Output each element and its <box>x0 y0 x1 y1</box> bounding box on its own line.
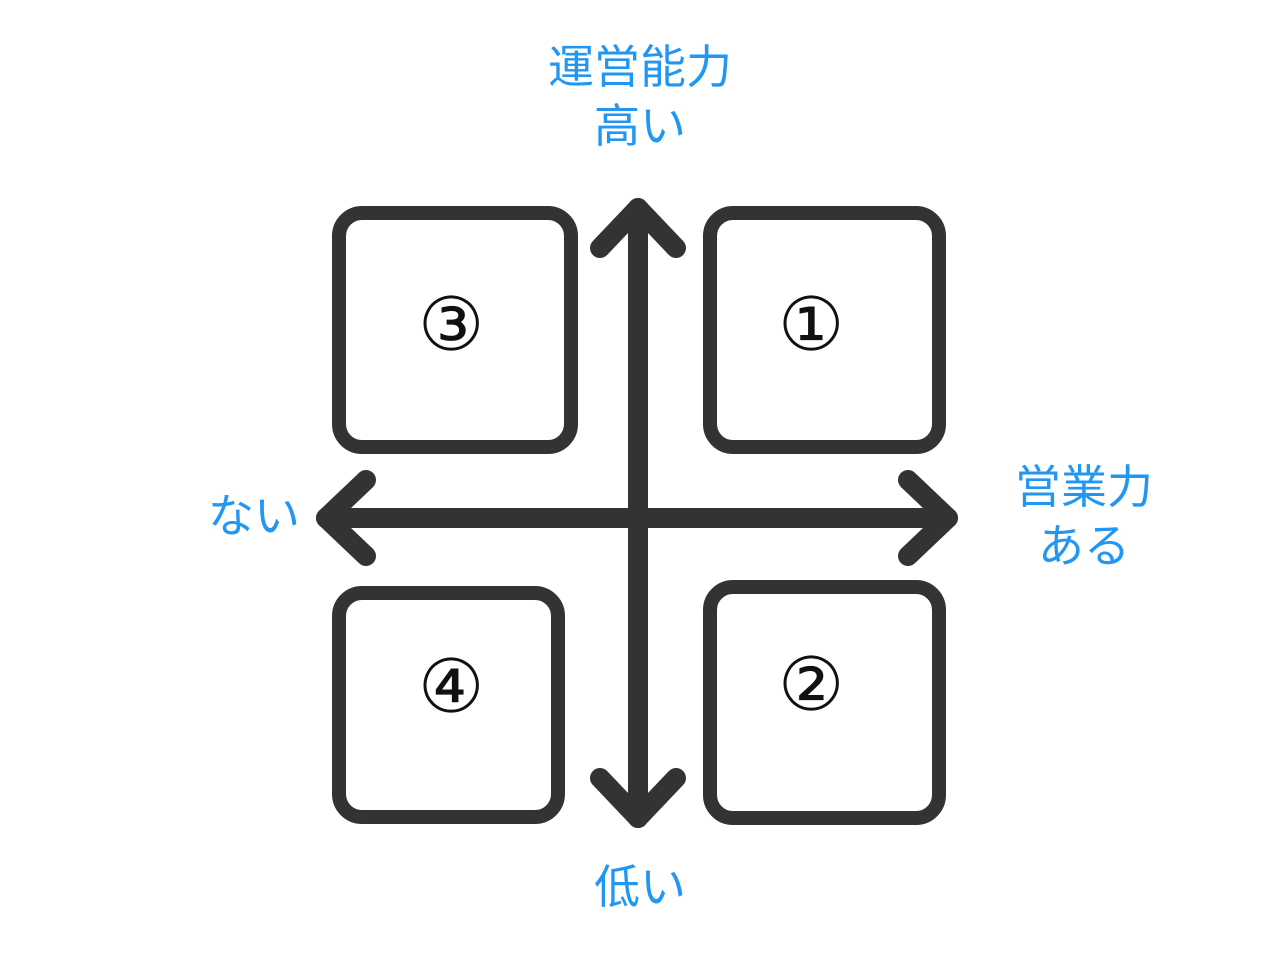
horizontal-axis-right-label-line1: 営業力 <box>1015 460 1153 514</box>
quadrant-number-3: ③ <box>418 282 485 368</box>
horizontal-axis-left-label: ない <box>208 489 300 543</box>
quadrant-number-2: ② <box>778 642 845 728</box>
quadrant-box-2[interactable] <box>703 580 946 825</box>
quadrant-box-1[interactable] <box>703 206 946 454</box>
quadrant-number-4: ④ <box>418 644 485 730</box>
quadrant-box-4[interactable] <box>332 586 565 824</box>
vertical-axis-top-label-line1: 運営能力 <box>548 40 732 94</box>
quadrant-box-3[interactable] <box>332 206 578 454</box>
horizontal-axis-arrow <box>316 470 958 566</box>
horizontal-axis-right-label: 営業力 ある <box>996 458 1172 576</box>
vertical-axis-top-label: 運営能力 高い <box>0 38 1280 156</box>
quadrant-number-1: ① <box>778 282 845 368</box>
horizontal-axis-right-label-line2: ある <box>1038 518 1130 573</box>
vertical-axis-top-label-line2: 高い <box>594 98 686 153</box>
vertical-axis-bottom-label: 低い <box>594 860 686 914</box>
